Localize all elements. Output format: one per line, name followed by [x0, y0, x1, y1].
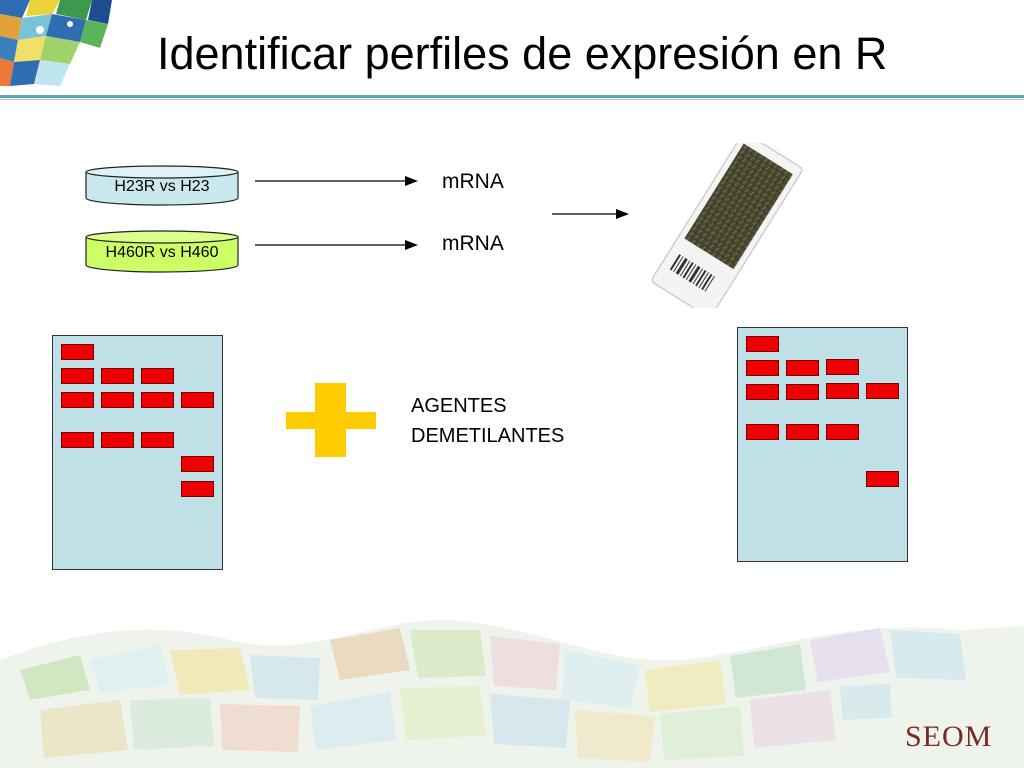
expression-cell	[61, 392, 94, 408]
sample-cylinder-h23: H23R vs H23	[84, 164, 240, 208]
sample-label-h460: H460R vs H460	[105, 244, 219, 261]
expression-cell	[61, 432, 94, 448]
expression-cell	[786, 384, 819, 400]
arrow-right-icon	[552, 209, 629, 219]
expression-cell	[746, 360, 779, 376]
expression-cell	[61, 344, 94, 360]
expression-cell	[826, 359, 859, 375]
expression-cell	[101, 432, 134, 448]
sample-cylinder-h460: H460R vs H460	[84, 229, 240, 275]
expression-cell	[181, 481, 214, 497]
expression-cell	[181, 456, 214, 472]
microarray-slide-image	[651, 143, 803, 308]
slide-title: Identificar perfiles de expresión en R	[157, 28, 888, 79]
plus-icon	[286, 383, 376, 457]
expression-cell	[141, 392, 174, 408]
expression-cell	[866, 471, 899, 487]
agents-label-line2: DEMETILANTES	[411, 425, 565, 447]
expression-cell	[101, 368, 134, 384]
agents-label-line1: AGENTES	[411, 395, 507, 417]
sample-label-h23: H23R vs H23	[114, 178, 210, 195]
expression-cell	[746, 384, 779, 400]
expression-cell	[786, 360, 819, 376]
expression-cell	[826, 424, 859, 440]
expression-cell	[866, 383, 899, 399]
expression-cell	[181, 392, 214, 408]
mrna-label-1: mRNA	[442, 170, 504, 193]
title-divider	[0, 95, 1024, 98]
cylinder-shape-h460	[85, 230, 239, 273]
footer-mosaic-decoration	[0, 620, 1024, 768]
expression-cell	[61, 368, 94, 384]
expression-cell	[786, 424, 819, 440]
expression-cell	[826, 383, 859, 399]
expression-cell	[141, 368, 174, 384]
expression-panel-after	[737, 327, 908, 562]
mosaic-logo-icon	[0, 0, 120, 92]
title-divider-light	[0, 99, 1024, 100]
expression-cell	[141, 432, 174, 448]
mrna-label-2: mRNA	[442, 232, 504, 255]
arrow-right-icon	[255, 176, 418, 186]
cylinder-shape-h23	[85, 165, 239, 206]
expression-cell	[746, 424, 779, 440]
expression-cell	[101, 392, 134, 408]
expression-cell	[746, 336, 779, 352]
arrow-right-icon	[255, 240, 418, 250]
expression-panel-before	[52, 335, 223, 570]
seom-brand-logo: SEOM	[905, 720, 993, 753]
